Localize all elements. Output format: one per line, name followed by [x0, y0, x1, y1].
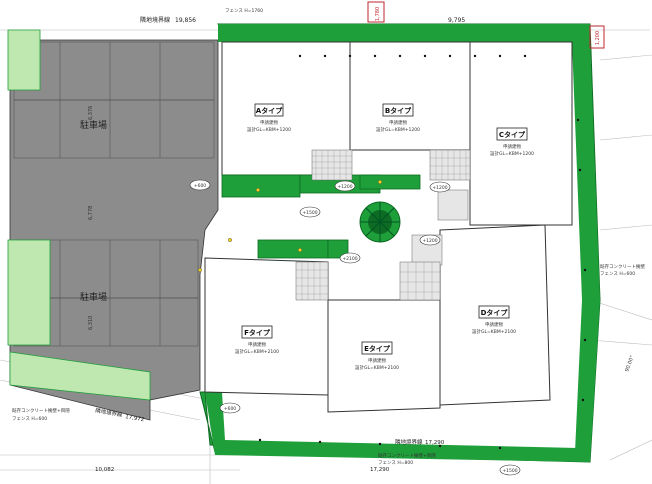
green-strip-bottom-left — [9, 351, 151, 401]
green-right-band — [572, 42, 600, 462]
parking-dim-2: 6,778 — [88, 206, 94, 220]
unit-f-line2: 設計GL=KBM+2100 — [235, 348, 279, 355]
unit-b-line2: 設計GL=KBM+1200 — [376, 126, 420, 133]
wall-label-1: 既存コンクリート擁壁+目隠 — [12, 407, 70, 414]
fence-south-2: フェンス H=800 — [378, 460, 413, 466]
unit-d-line1: 申請建物 — [485, 321, 503, 328]
bottom-dim: 10,082 — [95, 467, 114, 473]
unit-d-line2: 設計GL=KBM+2100 — [472, 328, 516, 335]
parking-label-2: 駐車場 — [80, 291, 107, 303]
level-markers — [189, 179, 521, 476]
level-1: +600 — [194, 183, 206, 189]
unit-b-line1: 申請建物 — [389, 119, 407, 126]
green-bottom-band — [205, 392, 590, 462]
north-fence: フェンス H=1760 — [225, 8, 263, 14]
level-4: +1200 — [422, 238, 437, 244]
unit-c-name: Cタイプ — [499, 130, 526, 139]
unit-a-line2: 設計GL=KBM+1200 — [247, 126, 291, 133]
green-top-band — [218, 24, 590, 42]
fence-east: フェンス H=600 — [600, 271, 635, 277]
tile-grid-lines — [296, 150, 470, 300]
unit-d-name: Dタイプ — [481, 308, 509, 317]
building-b — [349, 41, 471, 151]
unit-f-line1: 申請建物 — [248, 341, 266, 348]
wall-label-3: 既存コンクリート擁壁 — [600, 263, 645, 270]
unit-label-boxes — [241, 103, 528, 355]
parking-area — [9, 39, 219, 421]
south-boundary-dim-1: 17,972 — [125, 414, 145, 423]
north-boundary-label: 隣地境界線 — [140, 16, 170, 24]
paved-tiles — [295, 149, 471, 301]
south-boundary-dim-2: 17,290 — [425, 440, 445, 446]
parking-dim-1: 6,376 — [88, 106, 94, 120]
unit-e-line1: 申請建物 — [368, 357, 386, 364]
bottom-dim-2: 17,290 — [370, 467, 390, 473]
parking-stalls — [13, 41, 215, 347]
unit-a-name: Aタイプ — [256, 106, 283, 115]
south-boundary-label-2: 隣地境界線 — [395, 438, 423, 446]
green-strip-left-2 — [7, 239, 51, 346]
wall-label-2: 既存コンクリート擁壁+目隠 — [378, 452, 436, 459]
parking-dim-3: 6,310 — [88, 316, 94, 330]
level-2: +1200 — [337, 184, 352, 190]
north-boundary-dim-2: 9,795 — [448, 17, 465, 24]
green-strip-left — [7, 29, 41, 91]
unit-e-line2: 設計GL=KBM+2100 — [355, 364, 399, 371]
fence-posts — [258, 54, 587, 450]
fence-south-1: フェンス H=600 — [12, 416, 47, 422]
level-8: +1500 — [502, 468, 517, 474]
unit-e-name: Eタイプ — [364, 344, 391, 353]
red-marker-right — [589, 25, 605, 49]
unit-a-line1: 申請建物 — [260, 119, 278, 126]
parking-label-1: 駐車場 — [80, 119, 107, 131]
level-5: +2100 — [342, 256, 357, 262]
level-6: +1500 — [302, 210, 317, 216]
red-marker-right-text: 1,200 — [595, 31, 601, 45]
unit-c-line2: 設計GL=KBM+1200 — [490, 150, 534, 157]
angle-label: 90.00° — [624, 354, 636, 372]
unit-b-name: Bタイプ — [385, 106, 412, 115]
unit-f-name: Fタイプ — [244, 328, 271, 337]
level-7: +600 — [224, 406, 236, 412]
north-boundary-dim-1: 19,856 — [175, 17, 196, 24]
unit-c-line1: 申請建物 — [503, 143, 521, 150]
red-marker-top — [367, 1, 385, 23]
red-marker-top-text: 1,780 — [375, 7, 381, 21]
tree-symbol — [359, 201, 401, 243]
lamps — [197, 179, 383, 273]
level-3: +1200 — [432, 185, 447, 191]
building-e — [327, 299, 441, 413]
